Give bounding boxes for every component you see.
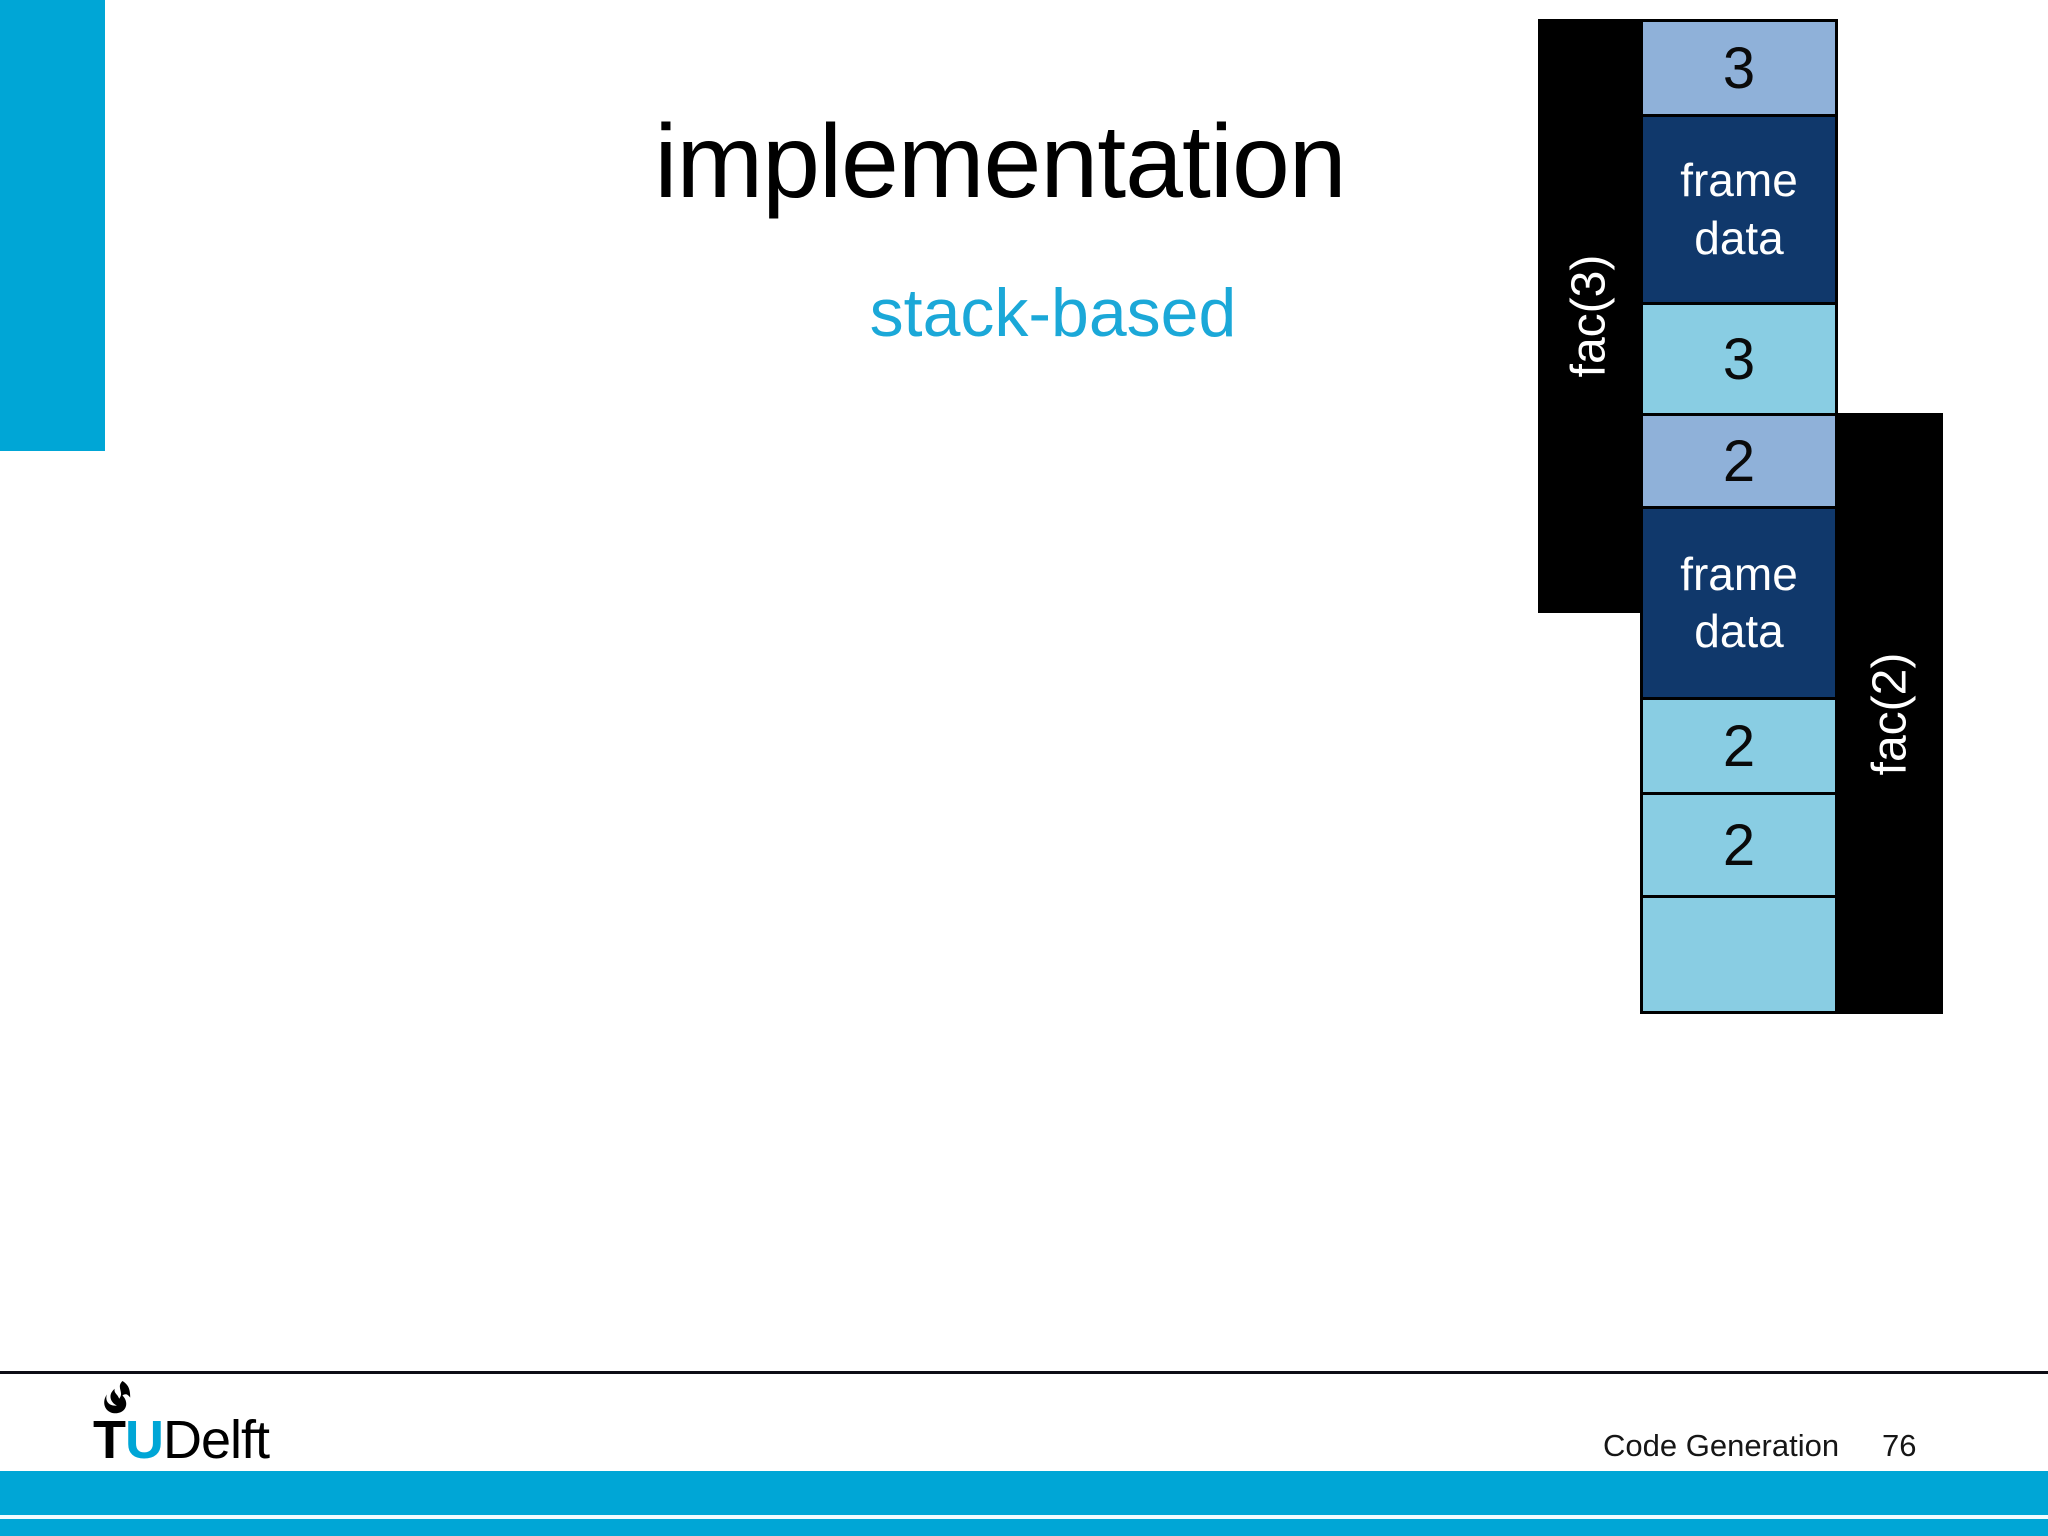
fac2-label: fac(2) (1863, 652, 1917, 775)
footer-bar (0, 1471, 2048, 1536)
footer-course: Code Generation (1603, 1428, 1840, 1463)
logo-letter-u: U (125, 1410, 164, 1470)
footer-divider (0, 1371, 2048, 1374)
stack-cell: 2 (1643, 700, 1835, 792)
stack-cell: 2 (1643, 795, 1835, 895)
page-number: 76 (1882, 1428, 1917, 1463)
fac2-bracket: fac(2) (1838, 413, 1943, 1014)
stack-cell (1643, 898, 1835, 1011)
accent-bar (0, 0, 105, 451)
stack-cells: 3 frame data 3 2 frame data 2 2 (1640, 19, 1838, 1014)
slide-subtitle: stack-based (869, 275, 1237, 351)
stack-cell: frame data (1643, 509, 1835, 697)
footer-bar-stripe (0, 1515, 2048, 1519)
flame-icon (101, 1381, 135, 1426)
slide-title: implementation (654, 104, 1346, 220)
fac3-label: fac(3) (1562, 254, 1616, 378)
stack-cell: 3 (1643, 22, 1835, 114)
stack-cell: 3 (1643, 305, 1835, 413)
logo-letter-t: T (93, 1410, 126, 1470)
tu-delft-logo: TUDelft (93, 1381, 313, 1470)
fac3-bracket: fac(3) (1538, 19, 1640, 613)
logo-name: Delft (163, 1410, 270, 1470)
stack-cell: 2 (1643, 416, 1835, 506)
stack-cell: frame data (1643, 117, 1835, 302)
tu-delft-wordmark: TUDelft (93, 1410, 270, 1470)
